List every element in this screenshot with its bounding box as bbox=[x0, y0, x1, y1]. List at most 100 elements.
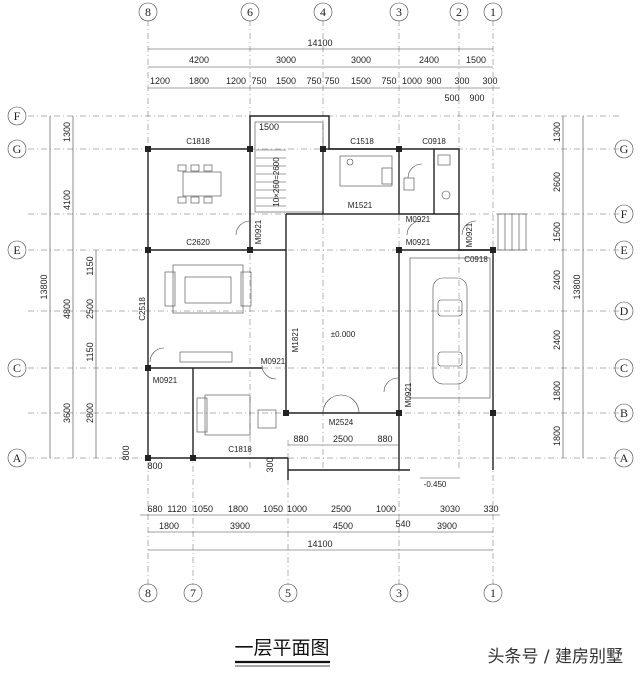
window-label: C2620 bbox=[186, 238, 210, 247]
door-label: M1821 bbox=[291, 327, 300, 352]
axis-bubbles-left: F G E C A bbox=[7, 106, 27, 468]
dimensions-bottom: 680 1120 1050 1800 1050 1000 2500 1000 3… bbox=[140, 461, 500, 551]
dimension-text: 2500 bbox=[331, 504, 351, 514]
dimension-text: 1050 bbox=[193, 504, 213, 514]
dimension-text: 1800 bbox=[159, 521, 179, 531]
axis-label: E bbox=[13, 243, 20, 257]
dimension-text: 3000 bbox=[276, 55, 296, 65]
dimension-text: 1000 bbox=[402, 76, 422, 86]
dimension-text: 4500 bbox=[333, 521, 353, 531]
dimension-text: 1800 bbox=[552, 381, 562, 401]
dimension-text: 540 bbox=[395, 519, 410, 529]
dimension-text: 900 bbox=[469, 93, 484, 103]
axis-label: C bbox=[620, 361, 628, 375]
dimension-text: 1050 bbox=[263, 504, 283, 514]
door-label: M0921 bbox=[254, 219, 263, 244]
dimension-text: 750 bbox=[251, 76, 266, 86]
dimension-text: 500 bbox=[444, 93, 459, 103]
axis-label: 6 bbox=[247, 5, 253, 19]
dimension-text: 3900 bbox=[437, 521, 457, 531]
axis-label: 3 bbox=[396, 586, 402, 600]
axis-label: 8 bbox=[145, 5, 151, 19]
dimension-text: 1000 bbox=[287, 504, 307, 514]
dimension-text: 880 bbox=[293, 434, 308, 444]
window-label: C0918 bbox=[464, 255, 488, 264]
dimension-text: 1800 bbox=[228, 504, 248, 514]
furniture bbox=[164, 154, 527, 436]
dimension-text: 2800 bbox=[85, 403, 95, 423]
dimension-text: 1500 bbox=[466, 55, 486, 65]
dimension-text: 300 bbox=[482, 76, 497, 86]
dimension-text: 1200 bbox=[150, 76, 170, 86]
dimension-text: 4200 bbox=[189, 55, 209, 65]
dimension-text: 4100 bbox=[62, 190, 72, 210]
dimension-text: 1500 bbox=[552, 222, 562, 242]
columns bbox=[145, 146, 496, 461]
door-label: M1521 bbox=[348, 201, 373, 210]
dimension-text: 1150 bbox=[85, 256, 95, 275]
axis-label: A bbox=[13, 451, 22, 465]
axis-label: B bbox=[620, 406, 628, 420]
axis-bubbles-right: G F E D C B A bbox=[614, 139, 634, 468]
dimension-text: 680 bbox=[147, 504, 162, 514]
dimensions-left: 13800 1300 4100 4800 3600 1150 2500 1150… bbox=[39, 116, 131, 461]
dimensions-top: 14100 4200 3000 3000 2400 1500 1200 1800… bbox=[148, 38, 500, 103]
window-label: C0918 bbox=[422, 137, 446, 146]
dimension-text: 13800 bbox=[572, 274, 582, 299]
opening-labels: C1818 C1518 C0918 C2620 C2518 M0921 M092… bbox=[138, 137, 488, 489]
stair-dimension: 1500 bbox=[259, 122, 279, 132]
dimension-text: 3030 bbox=[440, 504, 460, 514]
dimension-text: 750 bbox=[324, 76, 339, 86]
door-label: M2524 bbox=[329, 418, 354, 427]
dimension-text: 900 bbox=[426, 76, 441, 86]
axis-label: 2 bbox=[456, 5, 462, 19]
axis-bubbles-bottom: 8 7 5 3 1 bbox=[138, 583, 503, 603]
axis-label: G bbox=[620, 142, 629, 156]
grid-lines bbox=[28, 20, 620, 585]
elevation-main: ±0.000 bbox=[331, 330, 356, 339]
elevation-garage: -0.450 bbox=[424, 480, 447, 489]
dimension-text: 1300 bbox=[62, 122, 72, 142]
building-walls bbox=[147, 115, 494, 480]
dimension-text: 2500 bbox=[333, 434, 353, 444]
dimension-text: 1150 bbox=[85, 342, 95, 361]
dimension-text: 3000 bbox=[351, 55, 371, 65]
axis-label: E bbox=[620, 243, 627, 257]
dimension-text: 2400 bbox=[552, 270, 562, 290]
axis-label: 4 bbox=[320, 5, 326, 19]
dimension-text: 14100 bbox=[307, 38, 332, 48]
dimension-text: 2400 bbox=[552, 330, 562, 350]
window-label: C2518 bbox=[138, 297, 147, 321]
doors bbox=[149, 163, 477, 414]
dimension-text: 3900 bbox=[230, 521, 250, 531]
door-label: M0921 bbox=[465, 222, 474, 247]
dimension-text: 1500 bbox=[351, 76, 371, 86]
dimension-text: 2400 bbox=[419, 55, 439, 65]
dimension-text: 14100 bbox=[307, 539, 332, 549]
axis-label: A bbox=[620, 451, 629, 465]
dimension-text: 13800 bbox=[39, 274, 49, 299]
dimension-text: 1000 bbox=[376, 504, 396, 514]
axis-label: 8 bbox=[145, 586, 151, 600]
door-label: M0921 bbox=[261, 357, 286, 366]
dimension-text: 800 bbox=[147, 461, 162, 471]
axis-label: C bbox=[13, 361, 21, 375]
door-label: M0921 bbox=[153, 376, 178, 385]
dimension-text: 1300 bbox=[552, 122, 562, 142]
dimension-text: 1500 bbox=[276, 76, 296, 86]
axis-label: F bbox=[14, 109, 21, 123]
watermark-text: 头条号 / 建房别墅 bbox=[487, 647, 623, 667]
window-label: C1518 bbox=[350, 137, 374, 146]
dimension-text: 2600 bbox=[552, 172, 562, 192]
stair-note: 10×260=2600 bbox=[272, 157, 281, 207]
dimension-text: 2500 bbox=[85, 299, 95, 319]
dimension-text: 880 bbox=[377, 434, 392, 444]
dimension-text: 1200 bbox=[226, 76, 246, 86]
dimension-text: 300 bbox=[454, 76, 469, 86]
dimension-text: 750 bbox=[381, 76, 396, 86]
door-label: M0921 bbox=[406, 215, 431, 224]
dimension-text: 800 bbox=[121, 445, 131, 460]
dimension-text: 330 bbox=[483, 504, 498, 514]
dimensions-right: 1300 2600 1500 2400 2400 1800 1800 13800 bbox=[552, 116, 584, 458]
